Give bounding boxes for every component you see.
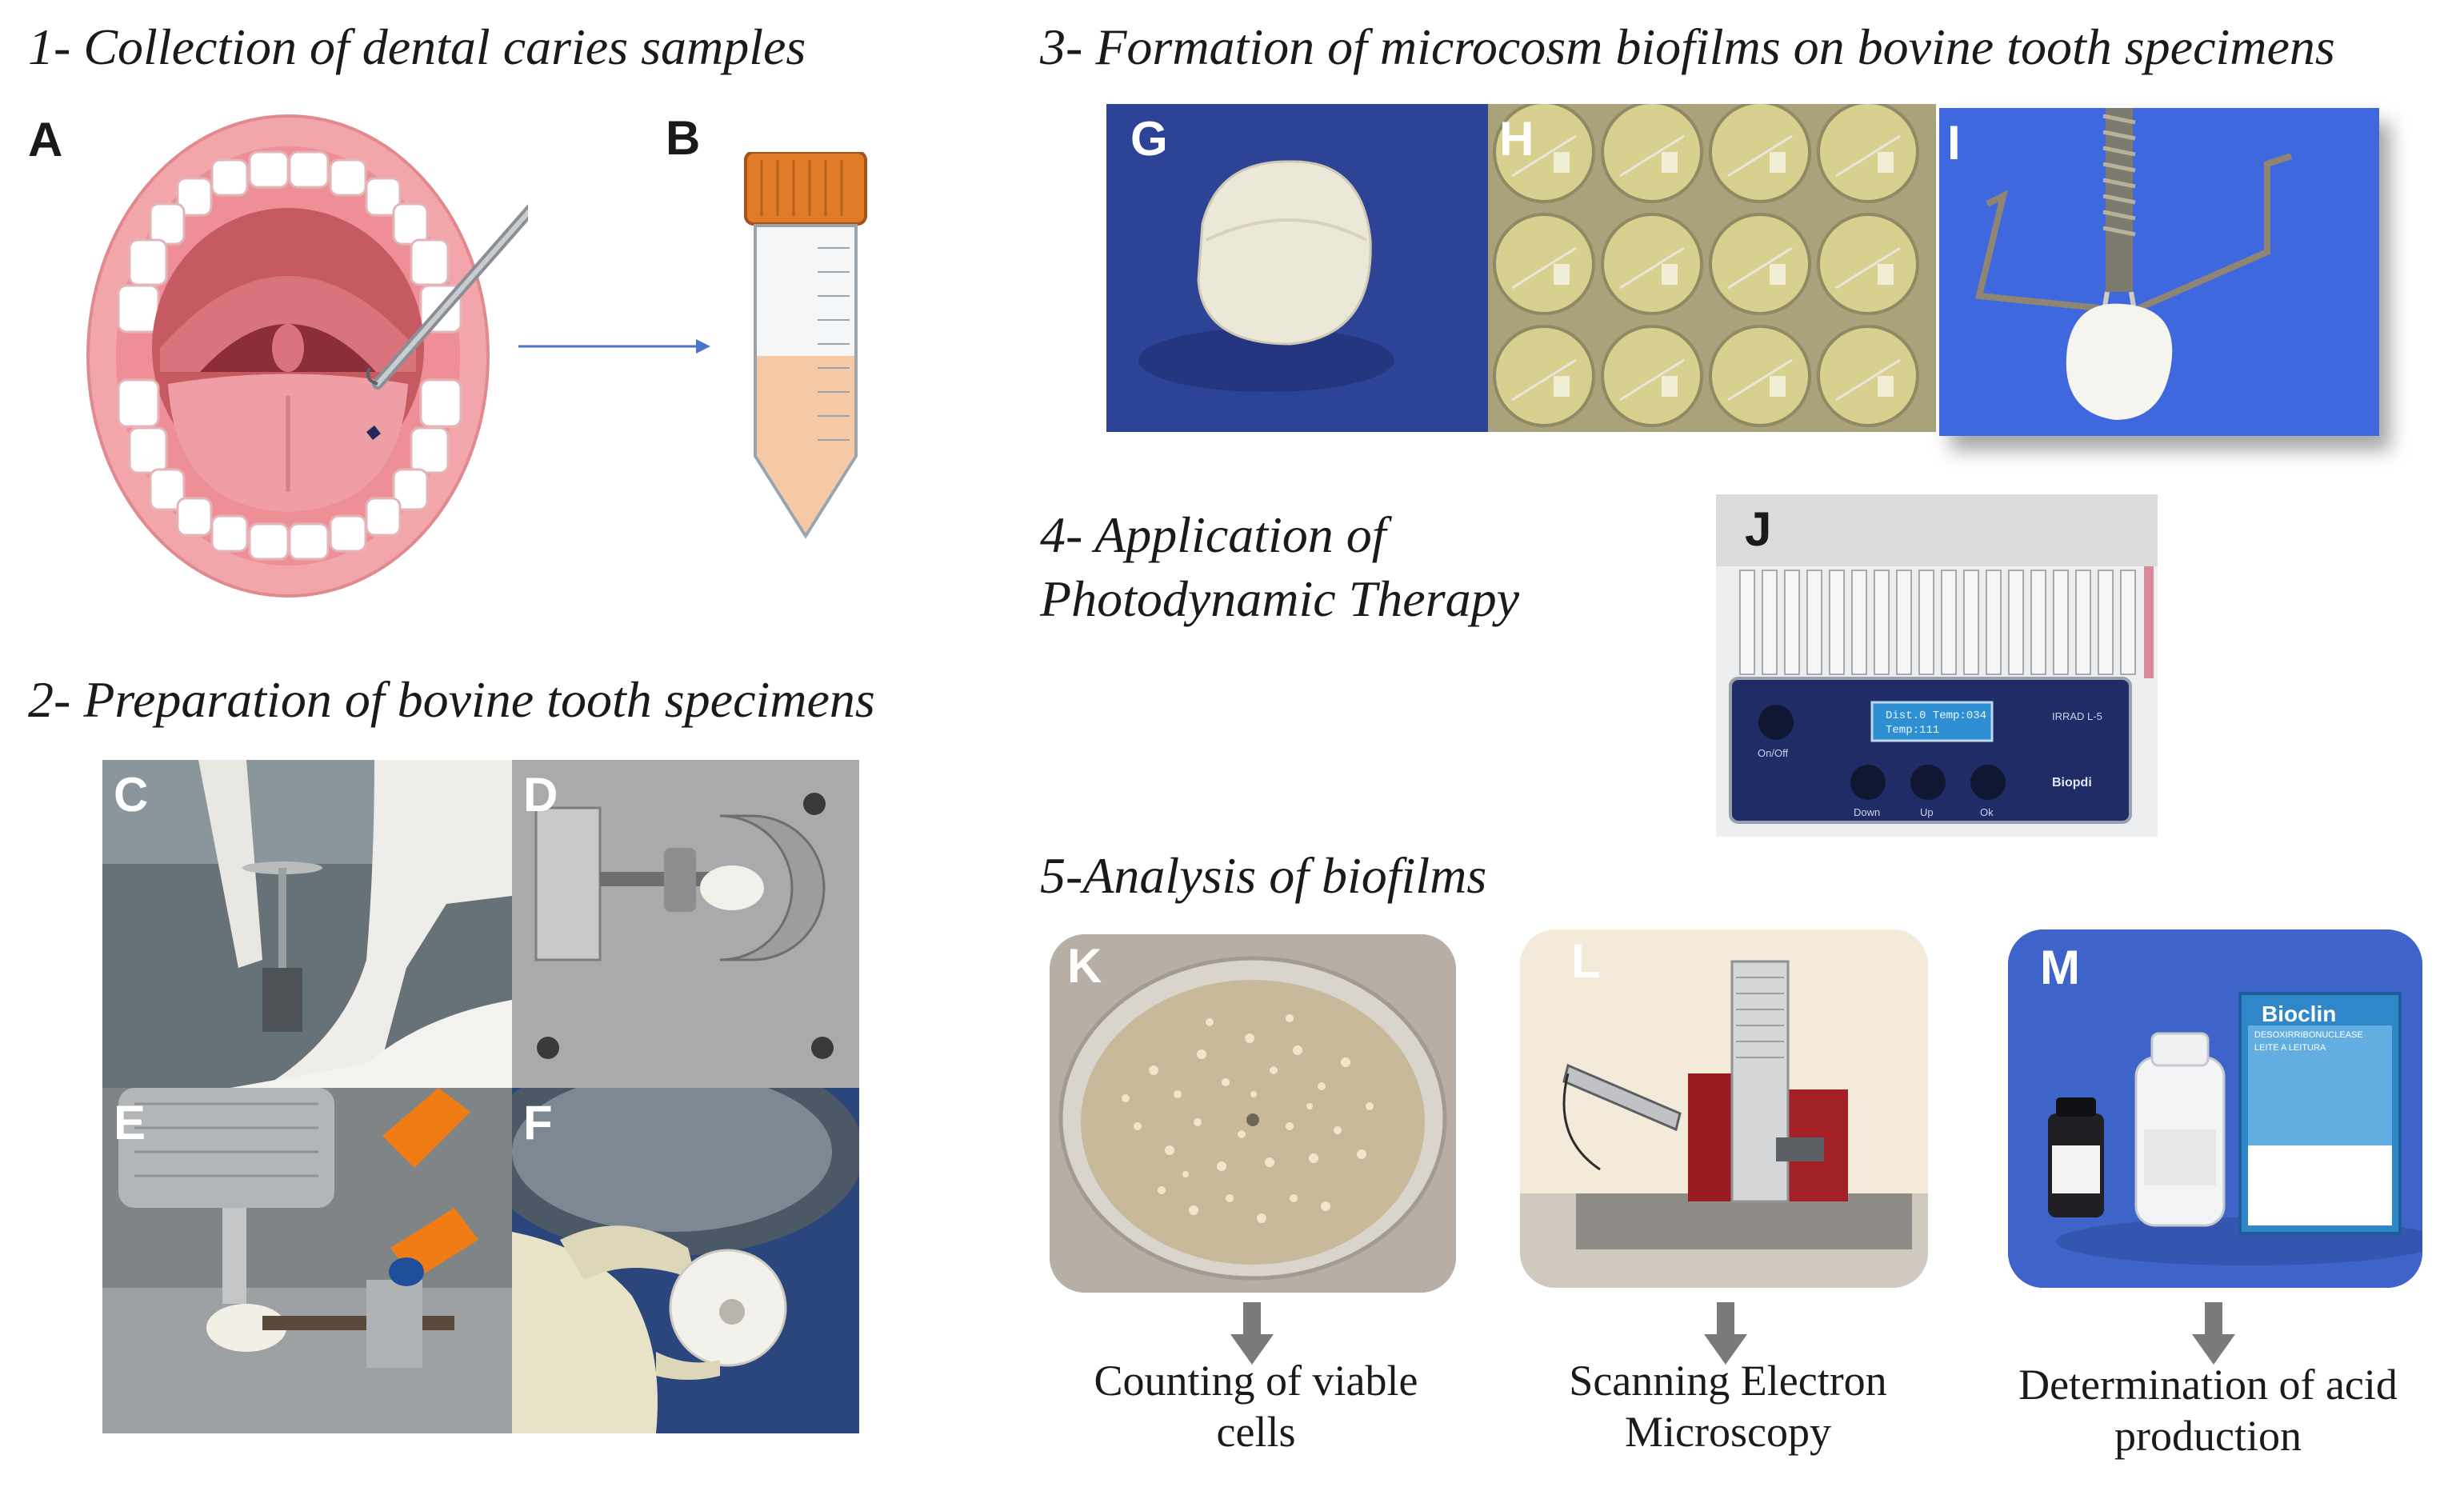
device-down-label: Down (1854, 806, 1881, 818)
section-4-title-line1: 4- Application of (1040, 506, 1386, 563)
caption-m: Determination of acid production (1976, 1360, 2440, 1461)
caption-k: Counting of viable cells (1032, 1356, 1480, 1457)
arrow-a-to-b (518, 334, 710, 362)
device-model-label: IRRAD L-5 (2052, 710, 2102, 722)
panel-label-m: M (2040, 941, 2080, 994)
panel-label-b: B (666, 111, 701, 165)
panel-label-j: J (1745, 502, 1772, 556)
device-screen-line1: Dist.0 Temp:034 (1886, 710, 1987, 722)
caption-k-line2: cells (1216, 1407, 1296, 1456)
caption-l-line1: Scanning Electron (1569, 1357, 1887, 1405)
device-brand-label: Biopdi (2052, 776, 2092, 789)
caption-l: Scanning Electron Microscopy (1504, 1356, 1952, 1457)
panel-label-g: G (1130, 112, 1168, 166)
panel-label-k: K (1067, 939, 1102, 993)
photo-k-petri-dish: K (1050, 934, 1456, 1293)
caption-l-line2: Microscopy (1625, 1407, 1831, 1456)
panel-label-h: H (1499, 112, 1534, 166)
section-3-title: 3- Formation of microcosm biofilms on bo… (1040, 18, 2335, 75)
mouth-illustration (80, 108, 550, 604)
arrow-l-down (1704, 1302, 1747, 1369)
photo-e-drilling: E (102, 1088, 512, 1433)
kit-box-line2: LEITE A LEITURA (2254, 1043, 2326, 1053)
sample-tube-illustration (738, 150, 874, 544)
device-up-label: Up (1920, 806, 1934, 818)
device-screen-line2: Temp:111 (1886, 724, 1940, 737)
photo-j-irradiation-device: Dist.0 Temp:034 Temp:111 On/Off Down Up … (1716, 494, 2158, 837)
section-4-title-line2: Photodynamic Therapy (1040, 570, 1519, 627)
panel-label-c: C (114, 768, 149, 821)
panel-label-e: E (114, 1096, 146, 1149)
photo-c-cutting: C (102, 760, 512, 1088)
photo-l-sem-instrument: L (1520, 929, 1928, 1288)
caption-m-line1: Determination of acid (2018, 1361, 2398, 1409)
section-5-title: 5-Analysis of biofilms (1040, 847, 1487, 904)
kit-box-line1: DESOXIRRIBONUCLEASE (2254, 1030, 2363, 1040)
caption-k-line1: Counting of viable (1094, 1357, 1418, 1405)
panel-label-i: I (1947, 116, 1961, 170)
photo-d-clamp: D (512, 760, 859, 1088)
panel-label-f: F (523, 1096, 553, 1149)
arrow-k-down (1230, 1302, 1274, 1369)
photo-f-specimen: F (512, 1088, 859, 1433)
arrow-m-down (2192, 1302, 2235, 1369)
photo-h-well-plate: H (1488, 104, 1936, 432)
photo-i-holder: I (1939, 108, 2379, 436)
section-1-title: 1- Collection of dental caries samples (28, 18, 806, 75)
device-on-off-label: On/Off (1758, 747, 1789, 759)
panel-label-l: L (1571, 934, 1601, 988)
section-2-title: 2- Preparation of bovine tooth specimens (28, 671, 875, 728)
device-ok-label: Ok (1980, 806, 1994, 818)
photo-m-acid-kit: Bioclin DESOXIRRIBONUCLEASE LEITE A LEIT… (2008, 929, 2422, 1288)
photo-g-tooth-specimen: G (1106, 104, 1488, 432)
panel-label-a: A (28, 113, 63, 166)
caption-m-line2: production (2114, 1411, 2302, 1460)
kit-brand-label: Bioclin (2262, 1001, 2337, 1026)
panel-label-d: D (523, 768, 558, 821)
